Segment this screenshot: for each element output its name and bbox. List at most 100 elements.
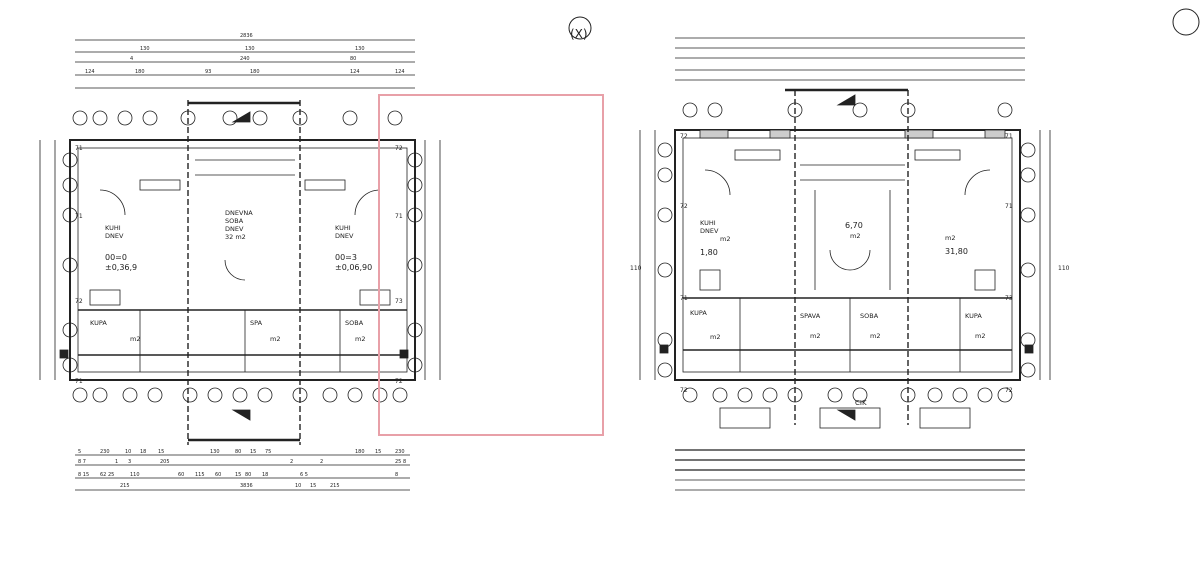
svg-text:72: 72 xyxy=(75,298,83,305)
svg-text:1,80: 1,80 xyxy=(700,248,718,257)
svg-text:124: 124 xyxy=(350,69,360,75)
room-label: SOBA m2 xyxy=(860,312,880,340)
svg-text:10: 10 xyxy=(295,483,301,489)
svg-text:230: 230 xyxy=(395,449,405,455)
room-label: KUHI DNEV 00=0 ±0,36,9 xyxy=(105,224,137,272)
svg-text:71: 71 xyxy=(680,295,688,302)
svg-text:2: 2 xyxy=(320,459,323,465)
svg-text:205: 205 xyxy=(160,459,170,465)
right-axis-circles xyxy=(657,102,1036,403)
svg-text:DNEV: DNEV xyxy=(700,227,719,235)
right-room-labels: KUHI DNEV 1,80 m2 6,70 m2 m2 31,80 KUPA … xyxy=(630,219,1070,407)
room-label: SOBA m2 xyxy=(345,319,365,343)
left-room-labels: KUHI DNEV 00=0 ±0,36,9 DNEVNA SOBA DNEV … xyxy=(90,209,372,343)
bottom-label: CIK xyxy=(855,399,867,407)
svg-text:SOBA: SOBA xyxy=(345,319,364,327)
svg-text:KUHI: KUHI xyxy=(335,224,351,232)
svg-text:180: 180 xyxy=(135,69,145,75)
room-label: KUPA m2 xyxy=(90,319,140,343)
svg-text:m2: m2 xyxy=(810,332,820,340)
svg-text:130: 130 xyxy=(245,46,255,52)
north-arrow-icon: (X) xyxy=(568,8,1200,41)
room-label: SPA m2 xyxy=(250,319,280,343)
svg-text:m2: m2 xyxy=(130,335,140,343)
svg-text:72: 72 xyxy=(1005,387,1013,394)
svg-text:230: 230 xyxy=(100,449,110,455)
svg-text:71: 71 xyxy=(1005,203,1013,210)
svg-text:25 8: 25 8 xyxy=(395,459,406,465)
svg-text:DNEVNA: DNEVNA xyxy=(225,209,253,217)
outer-walls xyxy=(69,139,416,381)
room-label: SPAVA m2 xyxy=(800,312,821,340)
overall-dim-top: 2836 xyxy=(240,33,253,39)
svg-text:KUPA: KUPA xyxy=(965,312,982,320)
svg-text:72: 72 xyxy=(680,387,688,394)
svg-text:8 15: 8 15 xyxy=(78,472,89,478)
svg-text:8: 8 xyxy=(395,472,398,478)
side-dim: 110 xyxy=(630,265,642,272)
left-axis-circles-bottom xyxy=(72,387,408,403)
svg-text:m2: m2 xyxy=(870,332,880,340)
svg-text:124: 124 xyxy=(395,69,405,75)
right-floor-plan xyxy=(639,37,1051,491)
svg-text:KUPA: KUPA xyxy=(690,309,707,317)
left-axis-labels: 71 71 72 71 72 71 73 72 xyxy=(75,145,403,385)
svg-text:73: 73 xyxy=(395,298,403,305)
room-label: KUPA m2 xyxy=(690,309,720,341)
svg-text:m2: m2 xyxy=(975,332,985,340)
svg-text:SPA: SPA xyxy=(250,319,263,327)
svg-text:00=0: 00=0 xyxy=(105,253,127,262)
svg-text:71: 71 xyxy=(395,213,403,220)
svg-text:1: 1 xyxy=(115,459,118,465)
svg-text:15: 15 xyxy=(310,483,316,489)
svg-text:10: 10 xyxy=(125,449,131,455)
svg-text:18: 18 xyxy=(262,472,268,478)
svg-text:60: 60 xyxy=(178,472,184,478)
svg-text:3: 3 xyxy=(128,459,131,465)
left-axis-circles-side xyxy=(62,152,423,373)
svg-text:15: 15 xyxy=(375,449,381,455)
room-label: KUHI DNEV 1,80 m2 xyxy=(700,219,730,257)
svg-text:15: 15 xyxy=(250,449,256,455)
svg-text:215: 215 xyxy=(330,483,340,489)
svg-text:DNEV: DNEV xyxy=(225,225,244,233)
svg-text:SOBA: SOBA xyxy=(860,312,879,320)
svg-text:15: 15 xyxy=(158,449,164,455)
svg-text:215: 215 xyxy=(120,483,130,489)
svg-text:240: 240 xyxy=(240,56,250,62)
svg-text:m2: m2 xyxy=(945,234,955,242)
svg-text:80: 80 xyxy=(245,472,251,478)
svg-text:m2: m2 xyxy=(710,333,720,341)
left-floor-plan: 2836 xyxy=(39,33,441,491)
right-axis-labels: 72 72 71 72 71 71 73 72 xyxy=(680,133,1013,394)
overall-dim-bottom: 3836 xyxy=(240,483,253,489)
svg-text:75: 75 xyxy=(265,449,271,455)
svg-text:6 5: 6 5 xyxy=(300,472,308,478)
svg-text:KUHI: KUHI xyxy=(105,224,121,232)
svg-text:4: 4 xyxy=(130,56,133,62)
svg-text:180: 180 xyxy=(355,449,365,455)
svg-text:m2: m2 xyxy=(355,335,365,343)
svg-text:80: 80 xyxy=(235,449,241,455)
svg-text:72: 72 xyxy=(395,145,403,152)
room-label: m2 31,80 xyxy=(945,234,968,256)
svg-text:130: 130 xyxy=(355,46,365,52)
svg-text:m2: m2 xyxy=(270,335,280,343)
svg-text:2: 2 xyxy=(290,459,293,465)
svg-text:SOBA: SOBA xyxy=(225,217,244,225)
svg-text:71: 71 xyxy=(75,145,83,152)
svg-text:DNEV: DNEV xyxy=(335,232,354,240)
svg-text:73: 73 xyxy=(1005,295,1013,302)
svg-text:±0,36,9: ±0,36,9 xyxy=(105,263,137,272)
room-label: 6,70 m2 xyxy=(845,221,863,240)
top-dimension-lines: 2836 xyxy=(75,33,415,89)
svg-text:115: 115 xyxy=(195,472,205,478)
svg-text:15: 15 xyxy=(235,472,241,478)
svg-text:DNEV: DNEV xyxy=(105,232,124,240)
svg-text:SPAVA: SPAVA xyxy=(800,312,821,320)
svg-text:KUPA: KUPA xyxy=(90,319,107,327)
svg-text:72: 72 xyxy=(395,378,403,385)
svg-text:130: 130 xyxy=(140,46,150,52)
side-dim: 110 xyxy=(1058,265,1070,272)
svg-text:m2: m2 xyxy=(850,232,860,240)
